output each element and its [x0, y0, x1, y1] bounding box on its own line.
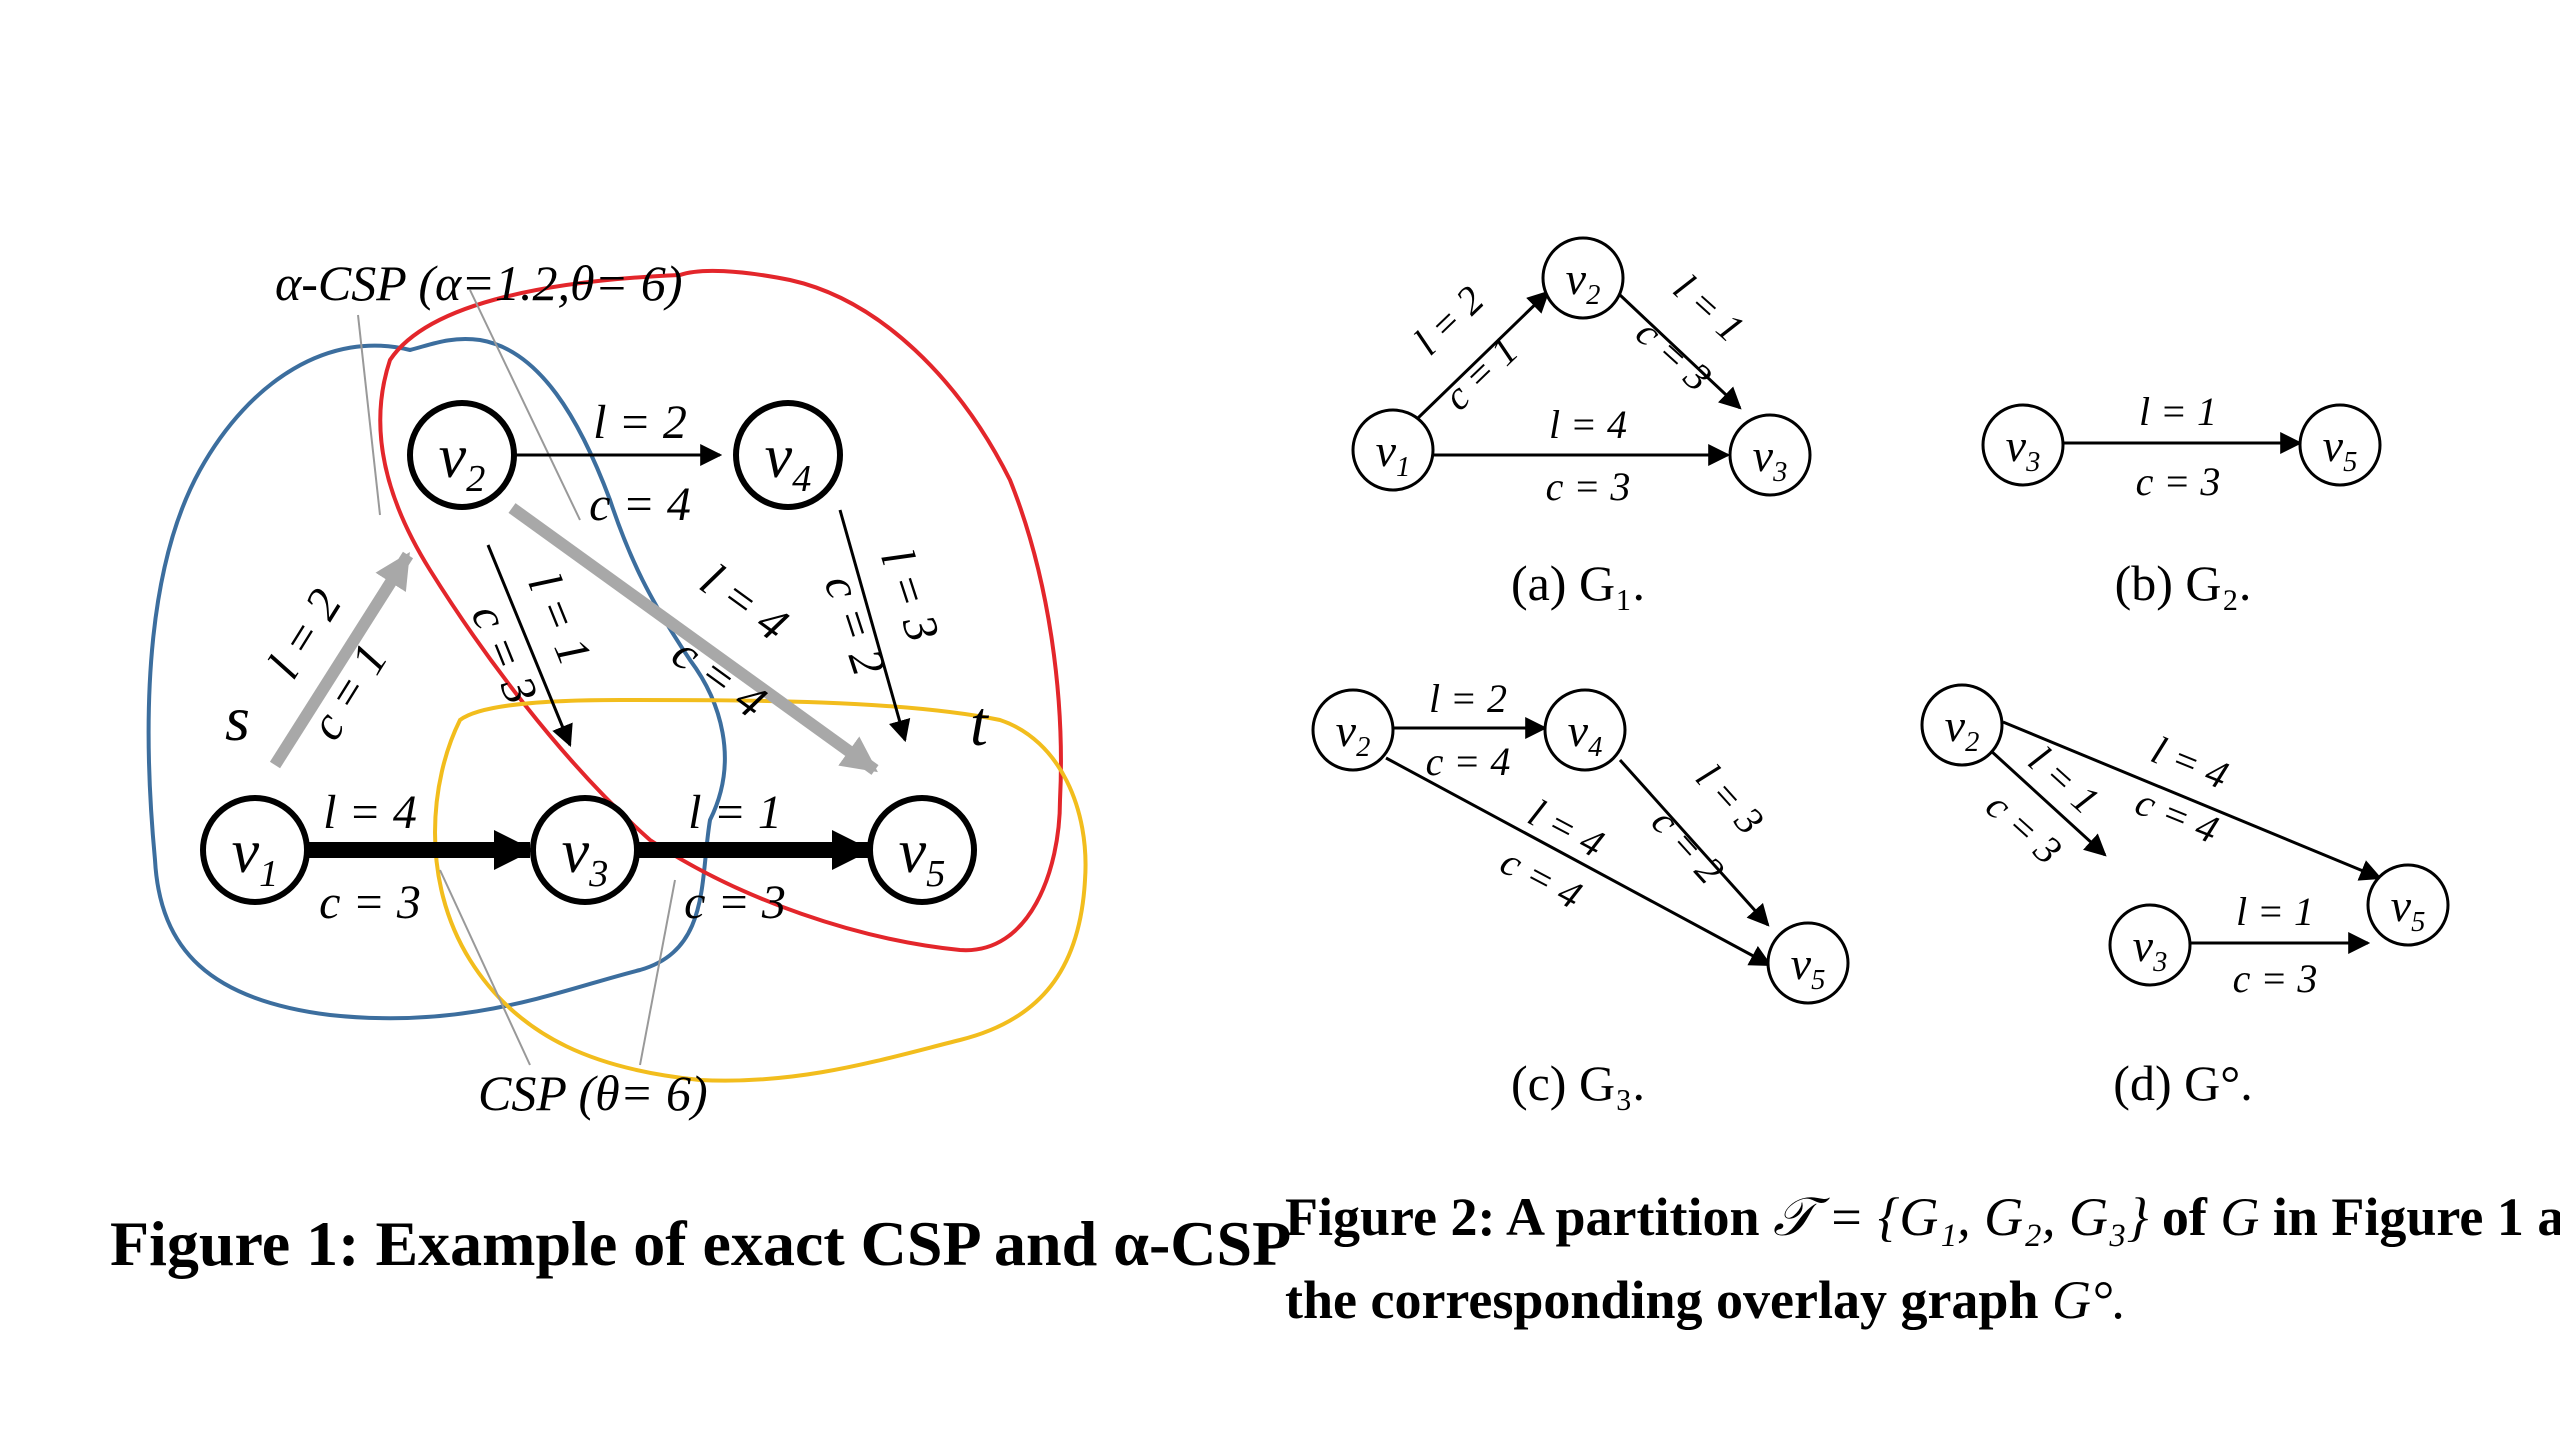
node-v1: v1	[200, 795, 310, 905]
figure-2-caption-line-2: the corresponding overlay graph G°.	[1285, 1270, 2126, 1330]
figure-1: v1 v2 v3 v4 v5 s t l = 4 c = 3 l = 1 c =…	[110, 255, 1291, 1279]
edge-v3-v5-c: c = 3	[684, 876, 786, 929]
svg-text:v1: v1	[232, 818, 279, 895]
d-node-v2: v2	[1920, 683, 2004, 767]
edge-v1-v2	[269, 551, 414, 769]
b-edge-v3-v5-c: c = 3	[2136, 459, 2221, 504]
edge-v2-v5	[508, 503, 879, 775]
edge-v3-v5-l: l = 1	[688, 786, 782, 839]
a-caption: (a) G₁.	[1511, 555, 1645, 611]
svg-text:v5: v5	[899, 818, 946, 895]
c-node-v2: v2	[1311, 688, 1395, 772]
svg-text:v4: v4	[765, 423, 812, 500]
edge-v1-v3-c: c = 3	[319, 876, 421, 929]
d-edge-v3-v5-c: c = 3	[2233, 956, 2318, 1001]
subfigure-c: v2 v4 v5 l = 2 c = 4 l = 3 c = 2 l = 4 c…	[1311, 676, 1850, 1111]
d-edge-v3-v5-l: l = 1	[2236, 889, 2314, 934]
svg-text:v4: v4	[1568, 705, 1603, 763]
csp-pointer-line-1	[439, 869, 531, 1066]
d-caption: (d) G°.	[2113, 1055, 2252, 1111]
subfigure-b: v3 v5 l = 1 c = 3 (b) G₂.	[1981, 389, 2382, 611]
d-edge-v2-v3	[1988, 748, 2107, 857]
node-v2: v2	[407, 400, 517, 510]
node-v3: v3	[530, 795, 640, 905]
svg-text:v2: v2	[1945, 700, 1980, 758]
b-edge-v3-v5-l: l = 1	[2139, 389, 2217, 434]
a-edge-v1-v2	[1416, 290, 1550, 420]
node-v4: v4	[733, 400, 843, 510]
target-label: t	[970, 688, 990, 759]
figure-2: v1 v2 v3 l = 2 c = 1 l = 1 c = 3 l = 4 c…	[1285, 236, 2560, 1330]
a-edge-v2-v3	[1618, 293, 1742, 410]
c-caption: (c) G₃.	[1511, 1055, 1645, 1111]
d-node-v3: v3	[2108, 903, 2192, 987]
c-edge-v4-v5	[1618, 758, 1770, 927]
node-v5: v5	[867, 795, 977, 905]
yellow-region-outline	[433, 697, 1088, 1083]
svg-text:v5: v5	[2323, 420, 2358, 478]
c-edge-v2-v4-l: l = 2	[1429, 676, 1507, 721]
edge-v4-v5	[838, 509, 911, 743]
alpha-pointer-line-2	[469, 289, 581, 521]
source-label: s	[225, 683, 250, 754]
subfigure-a: v1 v2 v3 l = 2 c = 1 l = 1 c = 3 l = 4 c…	[1351, 236, 1812, 611]
edge-v2-v4-c: c = 4	[589, 478, 691, 531]
alpha-pointer-line-1	[357, 314, 381, 516]
red-region-outline	[378, 268, 1063, 953]
figure-1-caption: Figure 1: Example of exact CSP and α-CSP	[110, 1208, 1291, 1279]
svg-text:v2: v2	[439, 423, 486, 500]
subfigure-d: v2 v3 v5 l = 4 c = 4 l = 1 c = 3 l = 1 c…	[1920, 683, 2450, 1111]
alpha-csp-annotation: α-CSP (α=1.2,θ= 6)	[275, 255, 682, 311]
c-node-v4: v4	[1543, 688, 1627, 772]
a-node-v1: v1	[1351, 408, 1435, 492]
b-node-v3: v3	[1981, 403, 2065, 487]
c-edge-v2-v4-c: c = 4	[1426, 739, 1511, 784]
a-node-v3: v3	[1728, 413, 1812, 497]
d-node-v5: v5	[2366, 863, 2450, 947]
blue-region-outline	[146, 337, 727, 1021]
svg-text:v3: v3	[562, 818, 609, 895]
b-caption: (b) G₂.	[2115, 555, 2252, 611]
csp-annotation: CSP (θ= 6)	[478, 1065, 708, 1121]
d-edge-v2-v5	[2002, 720, 2383, 881]
a-edge-v1-v3-l: l = 4	[1549, 402, 1627, 447]
edge-v1-v3-l: l = 4	[323, 786, 417, 839]
a-edge-v1-v3-c: c = 3	[1546, 464, 1631, 509]
c-edge-v2-v5	[1385, 756, 1772, 967]
edge-v2-v3	[486, 544, 573, 748]
b-node-v5: v5	[2298, 403, 2382, 487]
c-node-v5: v5	[1766, 921, 1850, 1005]
csp-pointer-line-2	[639, 879, 676, 1066]
edge-v2-v4-l: l = 2	[593, 396, 687, 449]
figure-2-caption-line-1: Figure 2: A partition 𝒯 = {G₁, G₂, G₃} o…	[1285, 1187, 2560, 1247]
a-node-v2: v2	[1541, 236, 1625, 320]
